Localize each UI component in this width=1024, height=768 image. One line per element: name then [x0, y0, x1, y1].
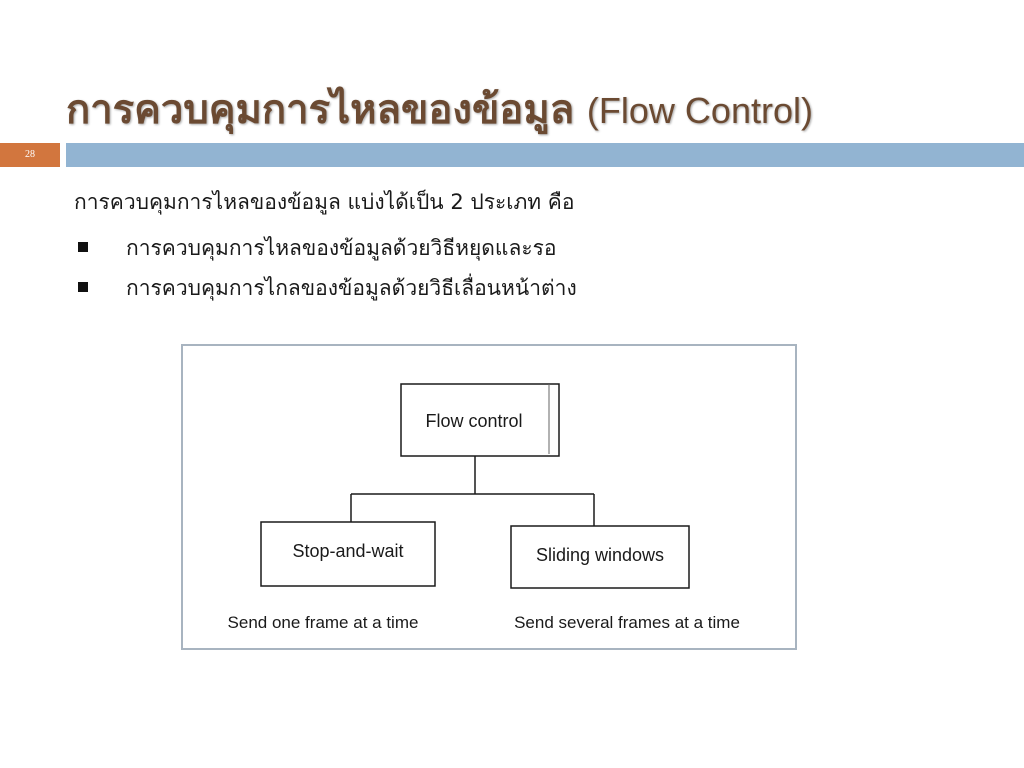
bullet-item-stop-and-wait: การควบคุมการไหลของข้อมูลด้วยวิธีหยุดและร… [74, 232, 577, 272]
slide-title: การควบคุมการไหลของข้อมูล (Flow Control) [66, 80, 1006, 140]
slide-title-thai: การควบคุมการไหลของข้อมูล [66, 87, 575, 133]
intro-text: การควบคุมการไหลของข้อมูล แบ่งได้เป็น 2 ป… [74, 190, 575, 214]
stop-and-wait-box [260, 521, 436, 587]
root-box [400, 383, 560, 457]
bullet-text: การควบคุมการไหลของข้อมูลด้วยวิธีหยุดและร… [126, 236, 557, 260]
sliding-windows-label: Sliding windows [536, 545, 664, 565]
diagram-canvas: Flow control Stop-and-wait Sliding windo… [228, 383, 740, 632]
bullet-text: การควบคุมการไกลของข้อมูลด้วยวิธีเลื่อนหน… [126, 276, 577, 300]
sliding-windows-box [510, 525, 690, 589]
stop-and-wait-label: Stop-and-wait [292, 541, 403, 561]
sliding-windows-caption: Send several frames at a time [514, 613, 740, 632]
bullet-list: การควบคุมการไหลของข้อมูลด้วยวิธีหยุดและร… [74, 232, 577, 312]
square-bullet-icon [78, 282, 88, 292]
square-bullet-icon [78, 242, 88, 252]
bullet-item-sliding-window: การควบคุมการไกลของข้อมูลด้วยวิธีเลื่อนหน… [74, 272, 577, 312]
flow-control-diagram: Flow control Stop-and-wait Sliding windo… [181, 344, 797, 650]
title-divider-bar [66, 143, 1024, 167]
slide-title-english: (Flow Control) [586, 90, 813, 131]
slide-number: 28 [0, 143, 60, 167]
root-label: Flow control [425, 411, 522, 431]
stop-and-wait-caption: Send one frame at a time [228, 613, 419, 632]
